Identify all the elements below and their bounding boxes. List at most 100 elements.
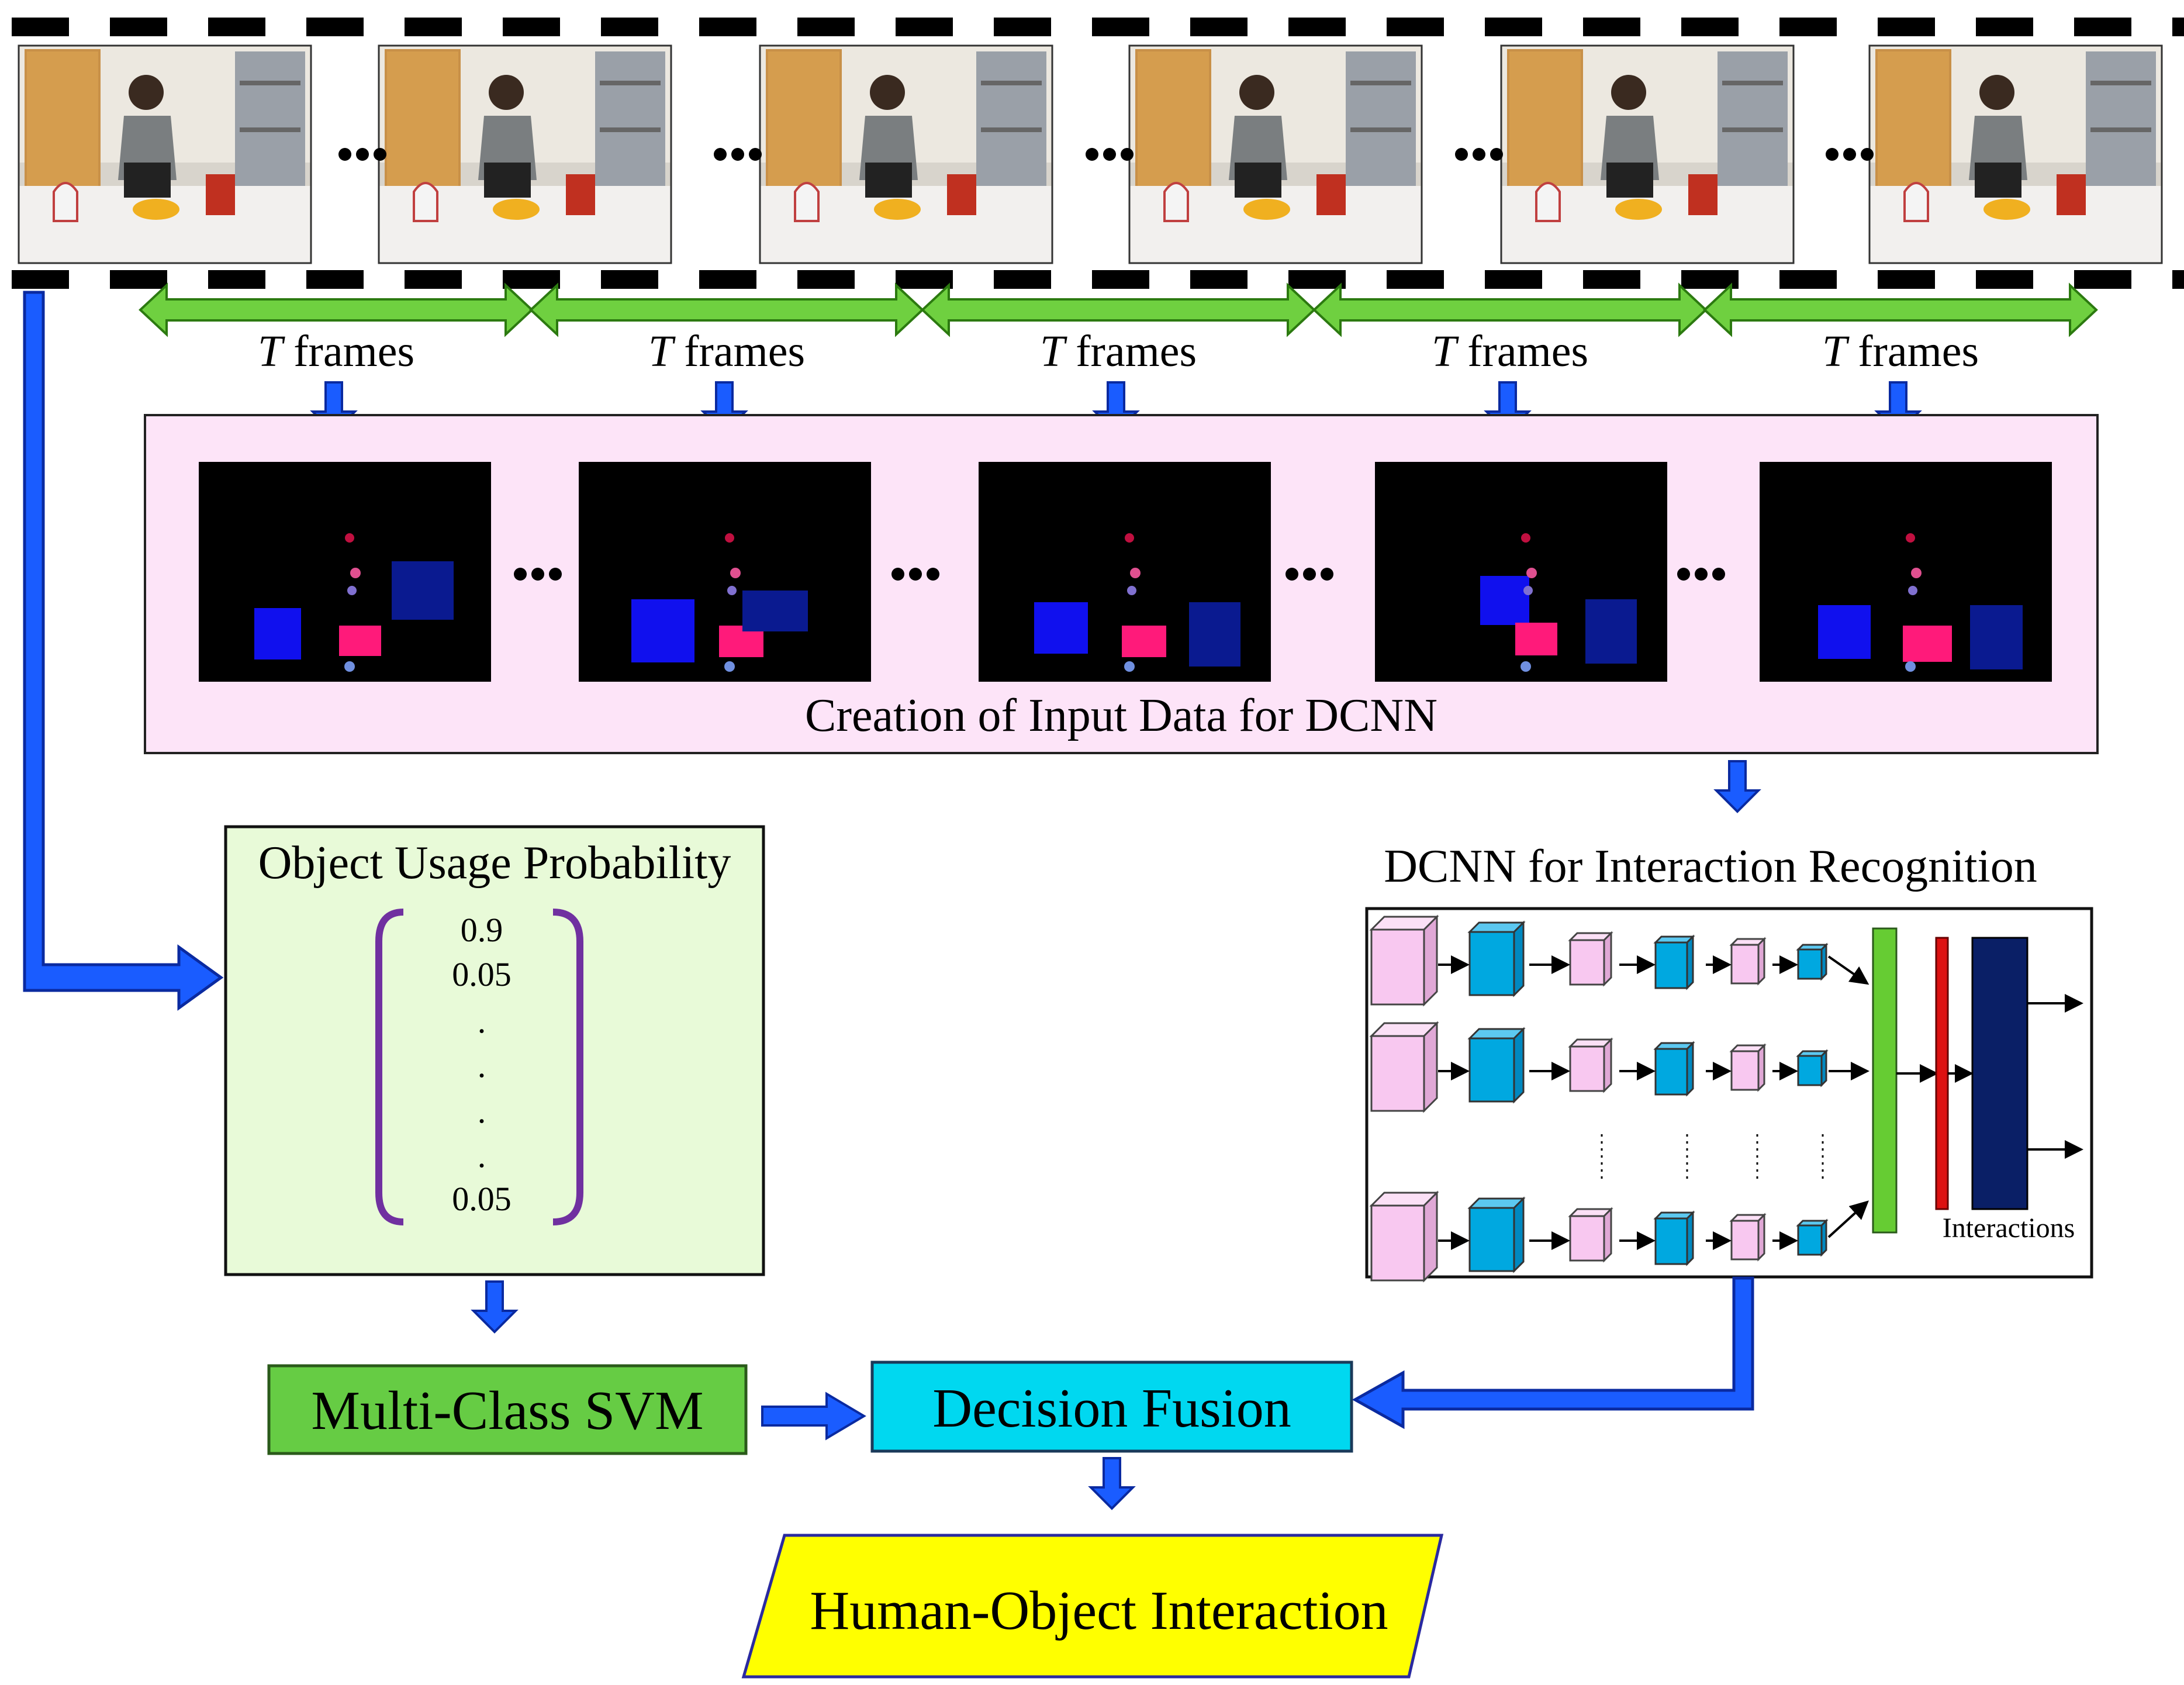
film-perforation [110,18,167,36]
film-perforation [1288,18,1346,36]
dcnn-network [1370,916,2083,1282]
ellipsis-dots [1826,148,1874,161]
probability-value: . [478,1002,486,1040]
film-perforation [1485,18,1542,36]
film-perforation [1681,18,1739,36]
stream-arrow [1827,955,1869,985]
film-perforation [699,18,756,36]
decision-fusion-box [870,1361,1353,1453]
film-perforation [1190,270,1247,289]
output-box [741,1534,1444,1679]
film-perforation [405,270,462,289]
input-images-row [199,462,2052,682]
probability-value: 0.9 [461,911,503,949]
probability-vector: 0.9 0.05 . . . . 0.05 [452,911,512,1218]
matrix-right-bracket [552,909,583,1225]
film-perforation [994,270,1051,289]
t-frames-label: T frames [1040,327,1197,376]
film-perforation [12,270,69,289]
film-perforation [1779,18,1837,36]
object-usage-box [224,825,765,1276]
film-perforation [601,270,658,289]
film-perforation [1190,18,1247,36]
t-frames-label: T frames [1432,327,1588,376]
decision-fusion-label: Decision Fusion [932,1378,1291,1439]
dcnn-title: DCNN for Interaction Recognition [1384,841,2037,892]
film-perforation [1485,270,1542,289]
video-frame [18,44,312,264]
film-perforation [306,270,364,289]
video-frame [759,44,1053,264]
film-perforation [2074,18,2131,36]
film-perforation [2172,270,2184,289]
film-perforation [503,270,560,289]
video-frame [1868,44,2163,264]
film-perforation [208,18,265,36]
t-frames-label: T frames [258,327,414,376]
ellipsis-dots [1086,148,1134,161]
film-perforation [1878,18,1935,36]
video-frame [378,44,672,264]
fusion-to-output-arrow [1090,1457,1134,1510]
video-frame [1128,44,1423,264]
film-perforation [1092,18,1149,36]
probability-value: . [478,1092,486,1130]
film-perforation [2074,270,2131,289]
dcnn-stream [1370,1192,1827,1282]
svm-box [267,1364,748,1455]
film-perforation [405,18,462,36]
ellipsis-dots [1455,148,1503,161]
film-perforation [994,18,1051,36]
matrix-left-bracket [375,909,404,1225]
input-image [1760,462,2052,682]
film-perforation [1583,270,1640,289]
probability-value: 0.05 [452,955,512,993]
probability-value: . [478,1137,486,1175]
t-frames-label: T frames [648,327,805,376]
film-strip [12,18,2184,289]
output-layer [1971,937,2029,1210]
usage-to-svm-arrow [472,1280,517,1333]
film-perforation [797,18,855,36]
film-perforation [503,18,560,36]
t-frames-label: T frames [1822,327,1979,376]
concat-layer [1872,927,1898,1234]
video-frame [1500,44,1795,264]
film-perforation [1976,18,2033,36]
probability-value: 0.05 [452,1180,512,1218]
film-perforation [12,18,69,36]
film-perforation [306,18,364,36]
film-perforation [797,270,855,289]
film-perforation [699,270,756,289]
film-perforation [208,270,265,289]
input-image [979,462,1271,682]
film-perforation [1387,18,1444,36]
dcnn-output-label: Interactions [1943,1213,2075,1244]
input-image [199,462,491,682]
object-usage-title: Object Usage Probability [258,837,731,889]
film-to-usage-arrow [23,291,224,1011]
film-perforation [1387,270,1444,289]
film-perforation [1878,270,1935,289]
film-perforation [601,18,658,36]
film-perforation [2172,18,2184,36]
input-image [1375,462,1667,682]
svm-label: Multi-Class SVM [311,1380,703,1441]
film-perforation [1583,18,1640,36]
dcnn-stream [1370,916,1827,1006]
probability-value: . [478,1047,486,1085]
film-perforation [896,18,953,36]
output-label: Human-Object Interaction [810,1580,1388,1641]
dcnn-stream [1370,1022,1827,1112]
ellipsis-dots [338,148,386,161]
fc-layer [1935,937,1949,1210]
stream-arrow [1827,1200,1869,1238]
film-perforation [1092,270,1149,289]
film-perforation [1288,270,1346,289]
film-perforation [1779,270,1837,289]
svm-to-fusion-arrow [761,1391,866,1441]
film-perforation [896,270,953,289]
input-creation-label: Creation of Input Data for DCNN [805,690,1437,741]
input-to-dcnn-arrow [1715,760,1760,813]
